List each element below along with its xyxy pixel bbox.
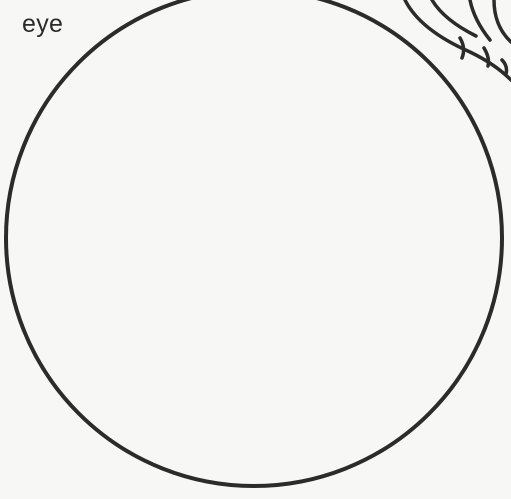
eye-circle (6, 0, 502, 486)
corner-shell-shape (405, 0, 511, 80)
